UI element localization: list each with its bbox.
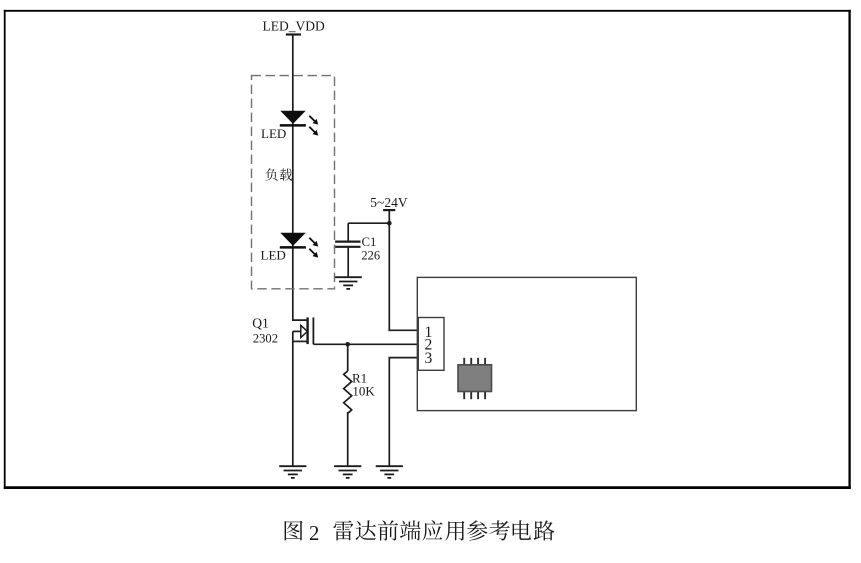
- svg-text:C1: C1: [362, 235, 377, 249]
- svg-text:1: 1: [425, 324, 433, 341]
- svg-text:R1: R1: [352, 371, 367, 386]
- svg-text:5~24V: 5~24V: [370, 195, 408, 210]
- svg-text:LED: LED: [261, 126, 286, 141]
- svg-text:2302: 2302: [253, 332, 278, 346]
- svg-text:LED_VDD: LED_VDD: [263, 19, 325, 34]
- svg-text:2: 2: [309, 522, 319, 545]
- svg-text:226: 226: [361, 248, 380, 262]
- svg-text:LED: LED: [261, 248, 286, 263]
- svg-text:3: 3: [425, 350, 433, 367]
- svg-text:10K: 10K: [352, 384, 375, 399]
- svg-text:2: 2: [425, 337, 433, 354]
- svg-text:Q1: Q1: [252, 316, 269, 331]
